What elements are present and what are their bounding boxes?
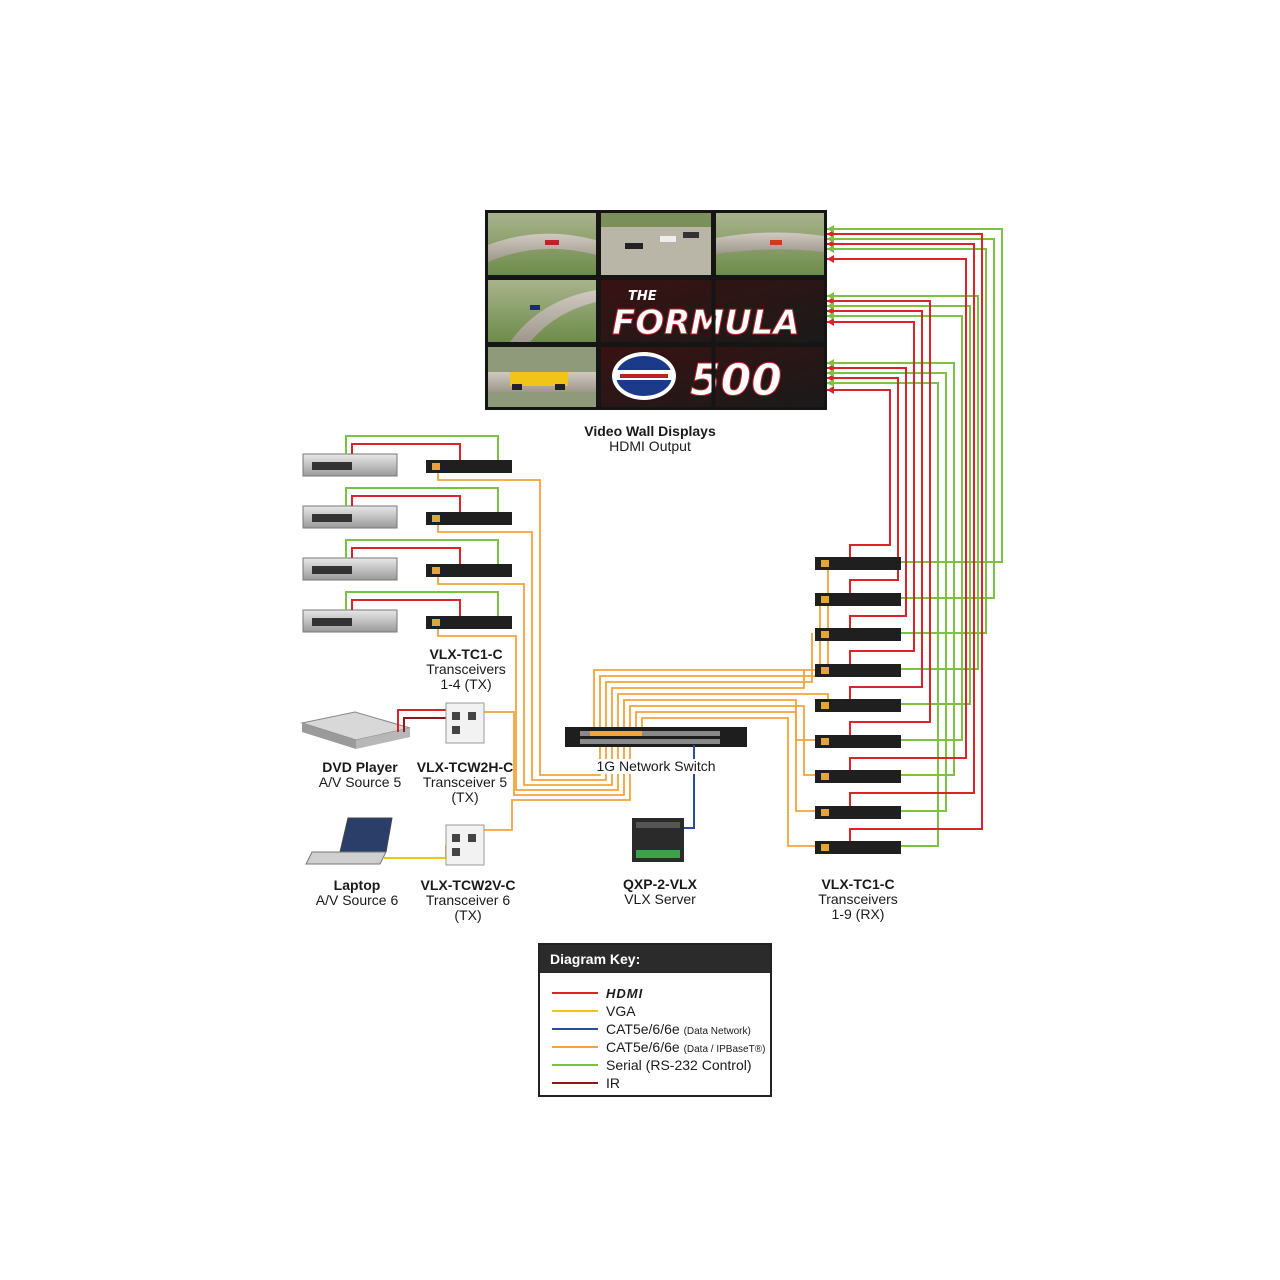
key-swatch-cat-ipbaset [552,1046,598,1048]
tcw2h-line3: (TX) [451,789,479,805]
vlx-tc1-c-rx-6 [815,735,901,748]
key-item-serial: Serial (RS-232 Control) [552,1057,752,1073]
laptop [305,817,393,865]
tcw2h-title: VLX-TCW2H-C [416,759,514,775]
vlx-tcw2h-c-wallplate [445,702,485,744]
dvd-title: DVD Player [322,759,398,775]
tx-source-4 [302,591,512,633]
laptop-title: Laptop [333,877,381,893]
rx-to-wall-cables [827,225,1003,847]
vlx-tc1-c-rx-3 [815,628,901,641]
server-title: QXP-2-VLX [623,876,697,892]
laptop-label: Laptop A/V Source 6 [297,878,417,908]
display-1 [488,213,596,275]
vlx-tc1-c-tx-1 [426,460,512,473]
key-swatch-ir [552,1082,598,1084]
tx-group-line2: Transceivers [426,661,506,677]
vlx-tc1-c-tx-3 [426,564,512,577]
key-label-cat-ipbaset-main: CAT5e/6/6e [606,1039,680,1055]
vlx-tc1-c-rx-9 [815,841,901,854]
key-label-serial: Serial (RS-232 Control) [606,1057,752,1073]
vlx-tc1-c-tx-4 [426,616,512,629]
logo-500: 500 [690,355,782,406]
vlx-tcw2v-c-wallplate [445,824,485,866]
vlx-tc1-c-tx-2 [426,512,512,525]
key-item-cat-data-network: CAT5e/6/6e (Data Network) [552,1021,751,1037]
tcw2v-line3: (TX) [454,907,482,923]
tx-source-1 [302,435,512,477]
video-wall-label: Video Wall Displays HDMI Output [560,424,740,454]
key-label-ir: IR [606,1075,620,1091]
rx-group-line2: Transceivers [818,891,898,907]
vlx-tc1-c-rx-1 [815,557,901,570]
tx-source-2 [302,487,512,529]
key-label-vga: VGA [606,1003,636,1019]
server-subtitle: VLX Server [624,891,696,907]
key-item-ir: IR [552,1075,620,1091]
vlx-tc1-c-rx-2 [815,593,901,606]
logo-formula: FORMULA [612,303,800,343]
display-3 [716,213,824,275]
diagram-key-title: Diagram Key: [540,945,770,973]
key-label-cat-data-network-main: CAT5e/6/6e [606,1021,680,1037]
dvd-label: DVD Player A/V Source 5 [300,760,420,790]
key-label-cat-ipbaset: CAT5e/6/6e (Data / IPBaseT®) [606,1039,765,1055]
key-item-cat-ipbaset: CAT5e/6/6e (Data / IPBaseT®) [552,1039,765,1055]
dvd-subtitle: A/V Source 5 [318,774,402,790]
key-swatch-vga [552,1010,598,1012]
rx-group-line3: 1-9 (RX) [831,906,885,922]
diagram-key: Diagram Key: HDMI VGA CAT5e/6/6e (Data N… [538,943,772,1097]
tx-group-label: VLX-TC1-C Transceivers 1-4 (TX) [406,647,526,692]
key-item-hdmi: HDMI [552,985,643,1001]
key-swatch-hdmi [552,992,598,994]
display-2 [601,213,711,275]
video-wall: THE FORMULA 500 [485,210,827,410]
vlx-tc1-c-rx-5 [815,699,901,712]
network-switch [565,727,747,747]
vlx-tc1-c-rx-4 [815,664,901,677]
tcw2v-line2: Transceiver 6 [425,892,511,908]
vlx-tc1-c-rx-8 [815,806,901,819]
tcw2v-label: VLX-TCW2V-C Transceiver 6 (TX) [403,878,533,923]
key-label-cat-ipbaset-note: (Data / IPBaseT®) [683,1044,766,1055]
logo-the: THE [628,289,657,304]
key-label-hdmi: HDMI [606,985,644,1001]
rx-group-label: VLX-TC1-C Transceivers 1-9 (RX) [798,877,918,922]
rx-transceivers [815,557,901,854]
vlx-tc1-c-rx-7 [815,770,901,783]
key-swatch-serial [552,1064,598,1066]
tx-group-line3: 1-4 (TX) [440,676,492,692]
video-wall-subtitle: HDMI Output [609,438,691,454]
key-label-cat-data-network-note: (Data Network) [683,1026,751,1037]
qxp-2-vlx-server [632,818,684,862]
laptop-vga-cable [384,845,447,859]
tx-group-title: VLX-TC1-C [429,646,503,662]
switch-name: 1G Network Switch [596,758,716,774]
dvd-player [300,711,411,749]
tcw2h-line2: Transceiver 5 [422,774,508,790]
display-4 [488,280,596,342]
tcw2v-title: VLX-TCW2V-C [420,877,516,893]
server-label: QXP-2-VLX VLX Server [600,877,720,907]
display-7 [488,347,596,407]
video-wall-title: Video Wall Displays [584,423,716,439]
rx-group-title: VLX-TC1-C [821,876,895,892]
tcw2h-label: VLX-TCW2H-C Transceiver 5 (TX) [400,760,530,805]
tx-source-3 [302,539,512,581]
switch-label: 1G Network Switch [586,759,726,774]
key-label-cat-data-network: CAT5e/6/6e (Data Network) [606,1021,751,1037]
laptop-subtitle: A/V Source 6 [315,892,399,908]
key-item-vga: VGA [552,1003,636,1019]
key-swatch-cat-data-network [552,1028,598,1030]
